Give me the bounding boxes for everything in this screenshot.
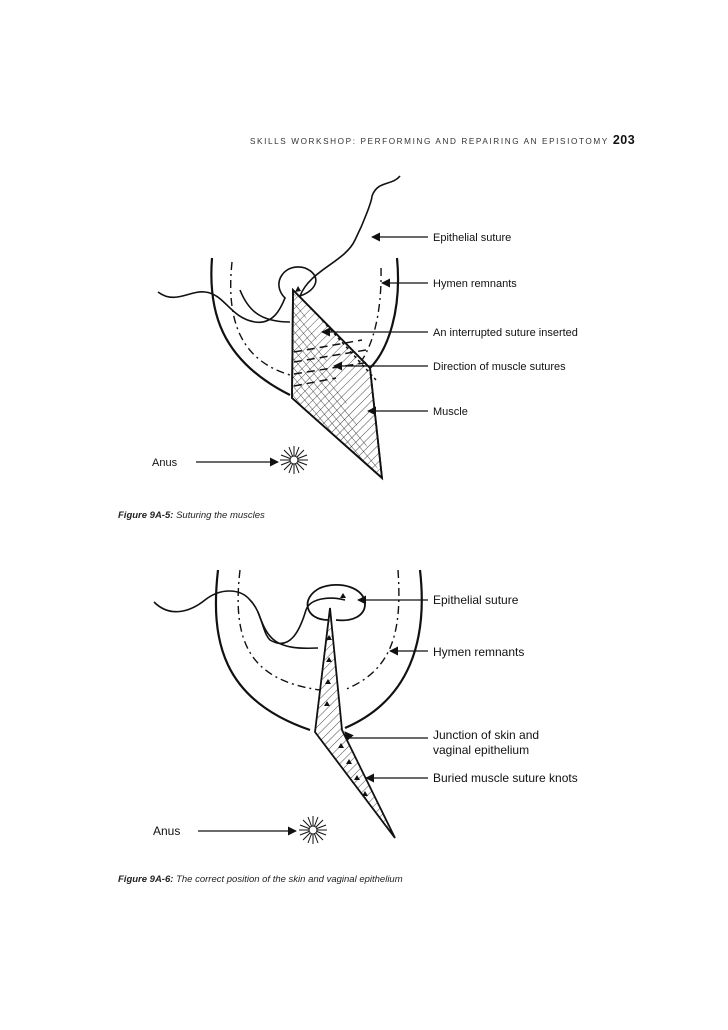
- figure-9a-6-diagram: Epithelial suture Hymen remnants Junctio…: [153, 569, 578, 844]
- figure-9a-5-caption: Figure 9A-5: Suturing the muscles: [118, 510, 265, 521]
- muscle-region-right: [292, 290, 382, 478]
- label-buried-knots: Buried muscle suture knots: [433, 771, 578, 785]
- page-number: 203: [612, 133, 636, 147]
- pointer-arrows: [196, 232, 428, 467]
- vaginal-opening: [306, 583, 366, 622]
- pointer-arrows: [198, 595, 428, 836]
- vaginal-contour: [257, 611, 319, 650]
- suture-thread: [153, 590, 346, 645]
- hymen-line-right: [343, 569, 400, 691]
- caption-text: The correct position of the skin and vag…: [176, 874, 403, 885]
- hymen-line: [237, 569, 321, 691]
- buried-knot-icons: [324, 593, 368, 796]
- caption-number: Figure 9A-6:: [118, 874, 174, 885]
- labia-outline-right: [369, 257, 400, 369]
- epithelial-suture-thread: [157, 175, 401, 323]
- running-head: SKILLS WORKSHOP: PERFORMING AND REPAIRIN…: [250, 133, 635, 147]
- label-junction-line1: Junction of skin and: [433, 728, 539, 742]
- hymen-line-right: [361, 267, 382, 361]
- label-hymen-remnants: Hymen remnants: [433, 278, 517, 290]
- label-epithelial-suture: Epithelial suture: [433, 232, 511, 244]
- wound-region: [314, 607, 396, 839]
- labia-outline-right: [344, 569, 423, 730]
- running-title: SKILLS WORKSHOP: PERFORMING AND REPAIRIN…: [250, 137, 609, 146]
- figure-9a-6-caption: Figure 9A-6: The correct position of the…: [118, 874, 403, 885]
- caption-text: Suturing the muscles: [176, 510, 265, 521]
- label-muscle: Muscle: [433, 406, 468, 418]
- label-interrupted-suture: An interrupted suture inserted: [433, 327, 578, 339]
- labia-outline: [214, 569, 311, 732]
- caption-number: Figure 9A-5:: [118, 510, 174, 521]
- anus-icon: [280, 446, 308, 474]
- anus-icon: [299, 816, 327, 844]
- label-muscle-sutures: Direction of muscle sutures: [433, 361, 566, 373]
- label-hymen-remnants: Hymen remnants: [433, 645, 524, 659]
- label-junction-line2: vaginal epithelium: [433, 743, 529, 757]
- hymen-line: [230, 261, 291, 376]
- vaginal-contour: [239, 289, 291, 323]
- muscle-suture-dashes: [293, 319, 377, 387]
- label-anus: Anus: [153, 824, 180, 838]
- labia-outline: [210, 257, 291, 396]
- label-epithelial-suture: Epithelial suture: [433, 593, 519, 607]
- label-anus: Anus: [152, 457, 178, 469]
- suture-knot-icon: [295, 286, 301, 292]
- figure-9a-5-diagram: Epithelial suture Hymen remnants An inte…: [152, 175, 578, 481]
